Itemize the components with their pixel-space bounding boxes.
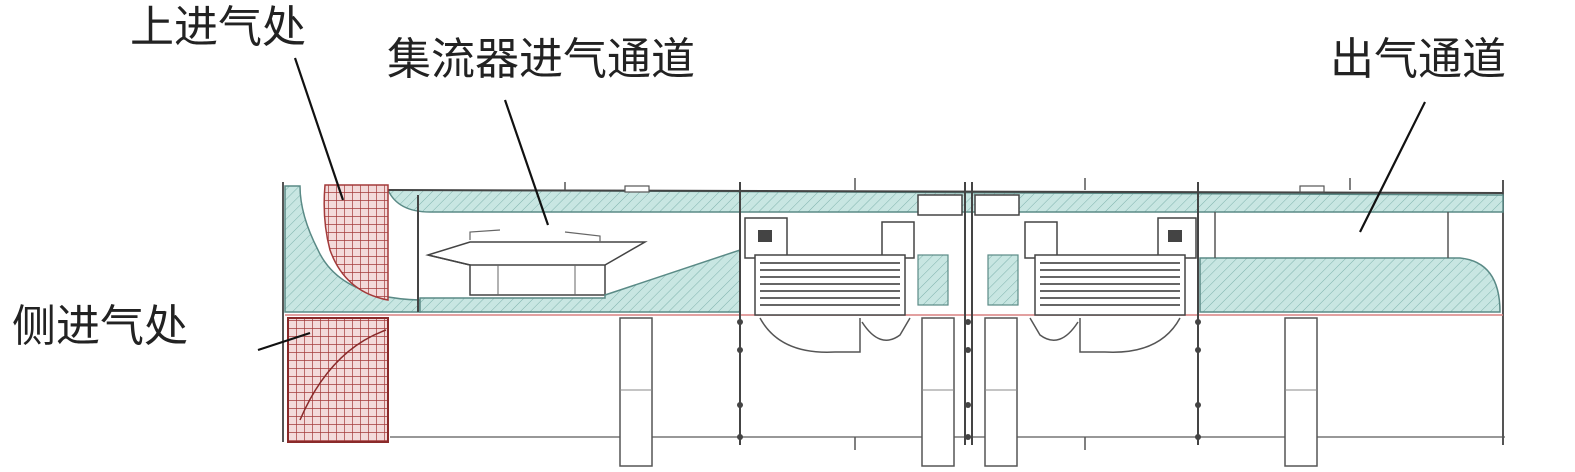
leader-lines [257,57,1426,352]
fan-assembly-right [974,194,1197,353]
side-intake-label: 侧进气处 [12,301,188,352]
fan-assembly-left [744,194,963,353]
frame-posts [417,182,1199,445]
top-intake-grille [323,184,389,301]
outlet-channel-label: 出气通道 [1330,34,1506,85]
top-intake-label: 上进气处 [130,2,306,53]
collector-intake-channel-label: 集流器进气通道 [387,34,695,85]
side-intake-grille [287,317,389,443]
inlet-bell [284,185,421,313]
outlet-channel-body [1199,257,1501,313]
top-ticks [564,178,1351,450]
support-legs [619,317,1318,467]
collector-body [425,241,648,266]
